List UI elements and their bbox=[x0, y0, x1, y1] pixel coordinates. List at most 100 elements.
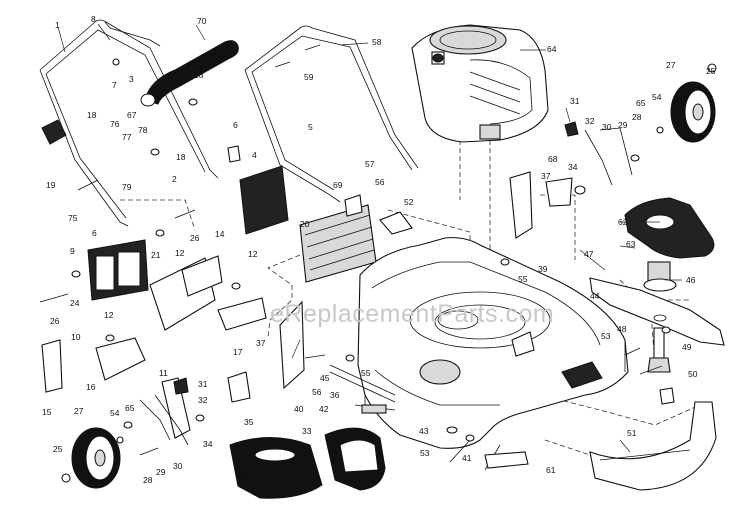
callout-8: 8 bbox=[91, 14, 96, 24]
callout-79: 79 bbox=[122, 182, 132, 192]
callout-14: 14 bbox=[215, 229, 225, 239]
callout-45: 45 bbox=[320, 373, 330, 383]
callout-5: 5 bbox=[308, 122, 313, 132]
callout-63: 63 bbox=[626, 239, 636, 249]
callout-6b: 6 bbox=[92, 228, 97, 238]
upper-handle bbox=[39, 19, 219, 227]
callout-29b: 29 bbox=[156, 467, 166, 477]
callout-7: 7 bbox=[112, 80, 117, 90]
axle-rods bbox=[329, 364, 396, 414]
callout-37b: 37 bbox=[256, 338, 266, 348]
callout-10: 10 bbox=[71, 332, 81, 342]
callout-9: 9 bbox=[70, 246, 75, 256]
callout-36: 36 bbox=[330, 390, 340, 400]
callout-57: 57 bbox=[365, 159, 375, 169]
fasteners bbox=[39, 44, 717, 483]
callout-35: 35 bbox=[244, 417, 254, 427]
callout-25b: 25 bbox=[53, 444, 63, 454]
callout-30: 30 bbox=[602, 122, 612, 132]
lower-handle bbox=[244, 25, 419, 203]
callout-55: 55 bbox=[518, 274, 528, 284]
callout-76: 76 bbox=[110, 119, 120, 129]
callout-54: 54 bbox=[652, 92, 662, 102]
callout-38: 38 bbox=[242, 475, 252, 485]
callout-18c: 18 bbox=[176, 152, 186, 162]
callout-39: 39 bbox=[538, 264, 548, 274]
callout-32: 32 bbox=[585, 116, 595, 126]
callout-25: 25 bbox=[706, 66, 716, 76]
rear-deflector bbox=[589, 401, 717, 491]
callout-15: 15 bbox=[42, 407, 52, 417]
callout-65b: 65 bbox=[125, 403, 135, 413]
callout-75: 75 bbox=[68, 213, 78, 223]
grass-bag-frame bbox=[239, 165, 377, 283]
callout-32b: 32 bbox=[198, 395, 208, 405]
rear-flap bbox=[229, 437, 323, 499]
callout-70: 70 bbox=[197, 16, 207, 26]
callout-11: 11 bbox=[159, 368, 168, 378]
callout-18b: 18 bbox=[87, 110, 97, 120]
callout-31b: 31 bbox=[198, 379, 208, 389]
callout-55b: 55 bbox=[361, 368, 371, 378]
callout-58: 58 bbox=[372, 37, 382, 47]
callout-42: 42 bbox=[319, 404, 329, 414]
callout-40: 40 bbox=[294, 404, 304, 414]
callout-54b: 54 bbox=[110, 408, 120, 418]
callout-77: 77 bbox=[122, 132, 132, 142]
callout-27b: 27 bbox=[74, 406, 84, 416]
callout-68: 68 bbox=[548, 154, 558, 164]
side-brackets bbox=[41, 171, 573, 439]
callout-12c: 12 bbox=[104, 310, 114, 320]
callout-18: 18 bbox=[194, 70, 204, 80]
callout-56: 56 bbox=[375, 177, 385, 187]
cutting-blade bbox=[589, 277, 725, 346]
blade-bolt bbox=[647, 327, 671, 373]
callout-4: 4 bbox=[252, 150, 257, 160]
callout-29: 29 bbox=[618, 120, 628, 130]
callout-12: 12 bbox=[175, 248, 185, 258]
callout-33: 33 bbox=[302, 426, 312, 436]
front-wheel bbox=[71, 427, 121, 489]
grass-catcher-door bbox=[87, 239, 149, 301]
callout-50: 50 bbox=[688, 369, 698, 379]
callout-31: 31 bbox=[570, 96, 580, 106]
leader-lines bbox=[57, 23, 682, 453]
callout-62: 62 bbox=[618, 217, 628, 227]
callout-47: 47 bbox=[584, 249, 594, 259]
callout-67: 67 bbox=[127, 110, 137, 120]
watermark: eReplacementParts.com bbox=[270, 300, 554, 328]
engine bbox=[411, 24, 549, 143]
callout-24: 24 bbox=[70, 298, 80, 308]
callout-3: 3 bbox=[129, 74, 134, 84]
callout-46: 46 bbox=[686, 275, 696, 285]
callout-56b: 56 bbox=[312, 387, 322, 397]
callout-2: 2 bbox=[172, 174, 177, 184]
callout-21: 21 bbox=[151, 250, 161, 260]
blade-adapter bbox=[624, 197, 715, 292]
callout-69: 69 bbox=[333, 180, 343, 190]
callout-51: 51 bbox=[627, 428, 637, 438]
callout-34b: 34 bbox=[203, 439, 213, 449]
callout-53b: 53 bbox=[601, 331, 611, 341]
callout-17: 17 bbox=[233, 347, 243, 357]
callout-48: 48 bbox=[617, 324, 627, 334]
callout-61: 61 bbox=[546, 465, 556, 475]
callout-12b: 12 bbox=[248, 249, 258, 259]
callout-52: 52 bbox=[404, 197, 414, 207]
callout-41: 41 bbox=[462, 453, 472, 463]
rear-wheel bbox=[670, 81, 716, 143]
callout-34: 34 bbox=[568, 162, 578, 172]
callout-30b: 30 bbox=[173, 461, 183, 471]
callout-44: 44 bbox=[590, 291, 600, 301]
callout-27: 27 bbox=[666, 60, 676, 70]
discharge-chute bbox=[324, 427, 386, 491]
callout-65: 65 bbox=[636, 98, 646, 108]
callout-16: 16 bbox=[86, 382, 96, 392]
mower-deck bbox=[357, 237, 629, 449]
callout-78: 78 bbox=[138, 125, 148, 135]
callout-6: 6 bbox=[233, 120, 238, 130]
callout-43: 43 bbox=[419, 426, 429, 436]
callout-28: 28 bbox=[632, 112, 642, 122]
